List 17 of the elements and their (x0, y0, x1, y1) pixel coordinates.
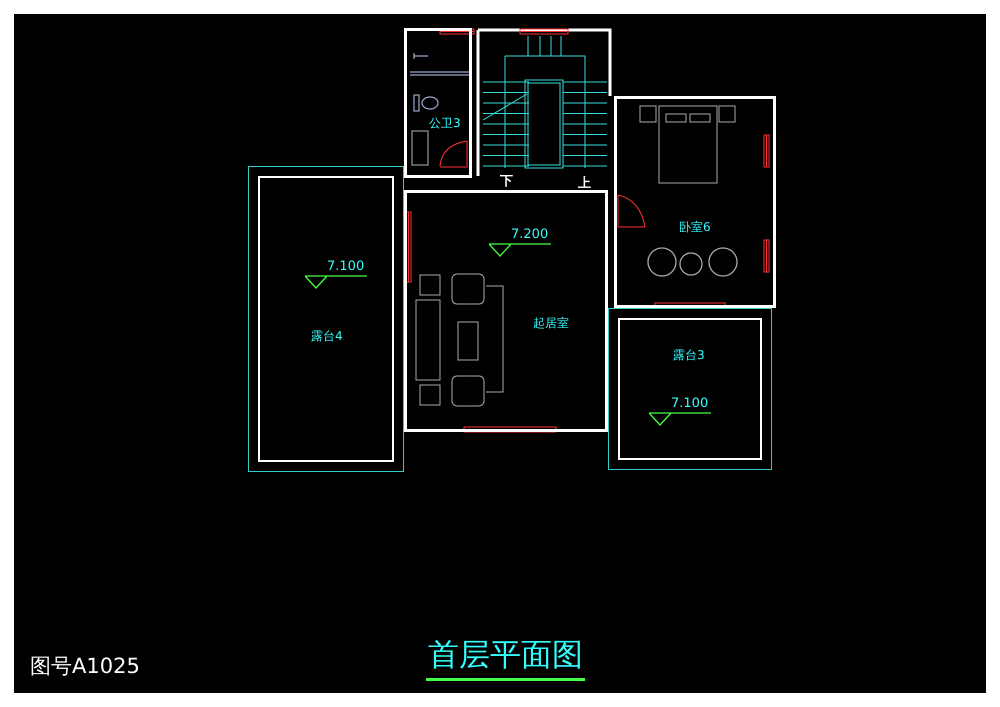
terrace-area (248, 166, 404, 472)
room-area (404, 28, 472, 178)
drawing-number: 图号A1025 (30, 653, 140, 680)
elevation-value: 7.100 (671, 396, 708, 411)
elevation-value: 7.100 (327, 259, 364, 274)
room-area (404, 190, 608, 432)
stair-direction-mark: 下 (500, 173, 513, 190)
room-name: 露台4 (311, 328, 343, 345)
room-name: 起居室 (533, 315, 569, 332)
room-area (614, 96, 776, 308)
room-name: 公卫3 (429, 115, 461, 132)
terrace-area (608, 308, 772, 470)
drawing-title: 首层平面图 (426, 634, 585, 681)
room-name: 露台3 (673, 347, 705, 364)
room-name: 卧室6 (679, 219, 711, 236)
elevation-value: 7.200 (511, 227, 548, 242)
stair-direction-mark: 上 (578, 175, 591, 192)
